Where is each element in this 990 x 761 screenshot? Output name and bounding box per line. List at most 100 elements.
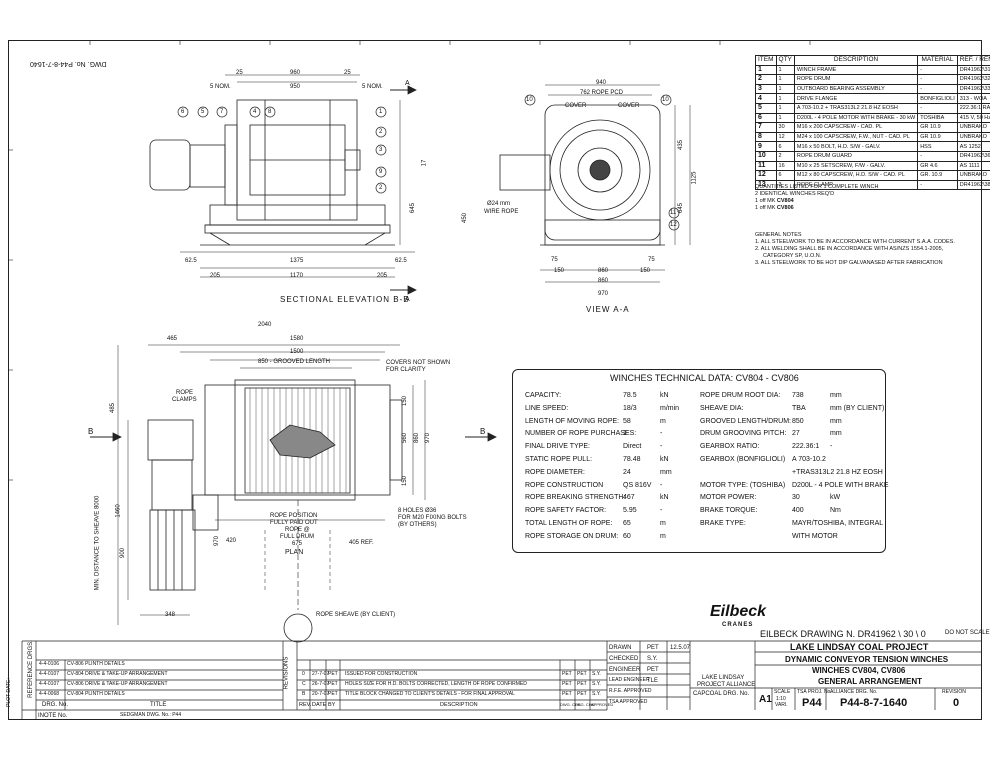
tech-cell: LINE SPEED: <box>525 404 569 412</box>
parts-cell: 3 <box>755 83 777 95</box>
min-distance-label: MIN. DISTANCE TO SHEAVE 8000 <box>94 495 101 591</box>
parts-cell: D200L - 4 POLE MOTOR WITH BRAKE - 30 kW <box>793 112 919 124</box>
parts-cell: - <box>917 179 958 191</box>
parts-cell: DR41962\36 <box>956 150 990 162</box>
drawn-by: PET <box>647 645 659 651</box>
alliance-no-label: ALLIANCE DRG. No. <box>830 689 878 695</box>
balloon-9: 9 <box>379 169 383 175</box>
tech-cell: A 703-10.2 <box>792 456 826 463</box>
parts-col-qty: QTY <box>775 55 795 66</box>
parts-cell: 6 <box>755 112 777 124</box>
revision-value: 0 <box>953 697 960 709</box>
balloon-8: 8 <box>268 109 272 115</box>
tech-cell: 78.48 <box>623 456 641 463</box>
revision-cell: S.Y. <box>592 681 601 687</box>
tech-cell: MOTOR TYPE: (TOSHIBA) <box>700 481 786 489</box>
tech-cell: - <box>830 443 833 451</box>
inote-no: INOTE No. <box>38 713 68 719</box>
scale-label: SCALE <box>774 689 791 695</box>
dim-1375: 1375 <box>290 258 304 264</box>
tech-cell: LENGTH OF MOVING ROPE: <box>525 417 620 425</box>
revision-cell: C <box>302 681 306 687</box>
rope-sheave-note: ROPE SHEAVE (BY CLIENT) <box>316 612 396 618</box>
parts-cell: 313 - WOA <box>956 93 990 104</box>
dim-675: 675 <box>292 541 303 547</box>
revision-cell: PET <box>328 691 338 697</box>
sedgman-dwg-no: SEDGMAN DWG. No.: P44 <box>120 712 182 718</box>
tech-cell: 18/3 <box>623 404 637 412</box>
alliance-name-1: LAKE LINDSAY <box>702 675 745 681</box>
tech-cell: kN <box>660 456 669 463</box>
tech-cell: MOTOR POWER: <box>700 494 757 502</box>
rope-clamps-2: CLAMPS <box>172 397 197 403</box>
covers-note-2: FOR CLARITY <box>386 367 426 373</box>
general-note-1: 1. ALL STEELWORK TO BE IN ACCORDANCE WIT… <box>755 239 955 245</box>
balloon-10b: 10 <box>662 97 669 103</box>
quantities-line-1: QUANTITIES LISTED FOR 1 COMPLETE WINCH <box>755 184 879 190</box>
revision-header: BY <box>328 702 336 708</box>
parts-cell: 8 <box>755 131 777 143</box>
tech-cell: - <box>660 507 663 515</box>
revision-header: DSG. CHK. <box>575 702 596 707</box>
revision-header: APPROVED <box>591 702 614 707</box>
quantities-prefix-b: 1 off MK <box>755 205 777 211</box>
parts-cell: M24 x 100 CAPSCREW, F.W., NUT - CAD. PL <box>793 131 919 143</box>
drawn-label: DRAWN <box>609 645 632 651</box>
tech-cell: ROPE DIAMETER: <box>525 468 585 476</box>
general-notes-title: GENERAL NOTES <box>755 232 802 238</box>
alliance-name-2: PROJECT ALLIANCE <box>697 682 756 688</box>
dim-25: 25 <box>236 70 243 76</box>
tech-cell: 60 <box>623 532 631 540</box>
parts-cell: A 703-10.2 + TRAS313L2 21.8 HZ EOSH <box>793 102 919 114</box>
parts-cell: 10 <box>755 150 777 162</box>
revision-cell: PET <box>577 691 587 697</box>
dim-348: 348 <box>165 612 176 618</box>
tsa-proj-label: TSA PROJ. No. <box>797 689 832 695</box>
tech-cell: 65 <box>623 520 631 527</box>
view-a-a <box>499 84 691 283</box>
reference-cell: 4-4-0107 <box>39 671 60 677</box>
tech-cell: mm <box>830 417 842 425</box>
tech-cell: D200L - 4 POLE WITH BRAKE <box>792 481 889 489</box>
dim-75b: 75 <box>648 257 655 263</box>
parts-cell: ROPE DRUM GUARD <box>793 150 919 162</box>
tech-cell: m <box>660 417 666 425</box>
revision-cell: S.Y. <box>592 691 601 697</box>
revision-cell: 20-7-07 <box>312 691 330 697</box>
tech-cell: MAYR/TOSHIBA, INTEGRAL <box>792 520 884 527</box>
drawing-title-3: GENERAL ARRANGEMENT <box>818 677 923 686</box>
tech-cell: - <box>660 481 663 489</box>
parts-col-description: DESCRIPTION <box>793 55 919 66</box>
quantities-prefix: 1 off MK <box>755 198 777 204</box>
checked-label: CHECKED <box>609 656 639 662</box>
tech-cell: kW <box>830 494 841 502</box>
dim-5nom: 5 NOM. <box>210 84 231 90</box>
engineer-label: ENGINEER <box>609 667 641 673</box>
parts-cell: 1 <box>775 102 795 114</box>
parts-cell: 222.36:1 RATIO <box>956 102 990 114</box>
parts-cell: WINCH FRAME <box>793 64 919 76</box>
checked-by: S.Y. <box>647 656 658 662</box>
reference-cell: 4-4-0106 <box>39 661 60 667</box>
parts-cell: 1 <box>775 112 795 124</box>
tech-cell: TBA <box>792 404 806 412</box>
parts-cell: 7 <box>755 122 777 133</box>
quantities-line-2: 2 IDENTICAL WINCHES REQ'D <box>755 191 835 197</box>
dim-860c: 860 <box>598 278 609 284</box>
parts-cell: TOSHIBA <box>917 112 958 124</box>
tech-cell: mm <box>830 430 842 438</box>
lead-engineer-by: TLE <box>647 678 659 684</box>
parts-cell: GR 10.9 <box>917 131 958 143</box>
quantities-line-4: 1 off MK CV806 <box>755 205 878 212</box>
dim-1580: 1580 <box>290 336 304 342</box>
scale-value: 1:10 <box>776 696 786 702</box>
parts-cell: 2 <box>775 150 795 162</box>
tech-cell: kN <box>660 392 669 399</box>
reference-cell: 4-4-0068 <box>39 691 60 697</box>
reference-cell: CV-806 PLINTH DETAILS <box>67 661 125 667</box>
rope-clamps-1: ROPE <box>176 390 194 396</box>
